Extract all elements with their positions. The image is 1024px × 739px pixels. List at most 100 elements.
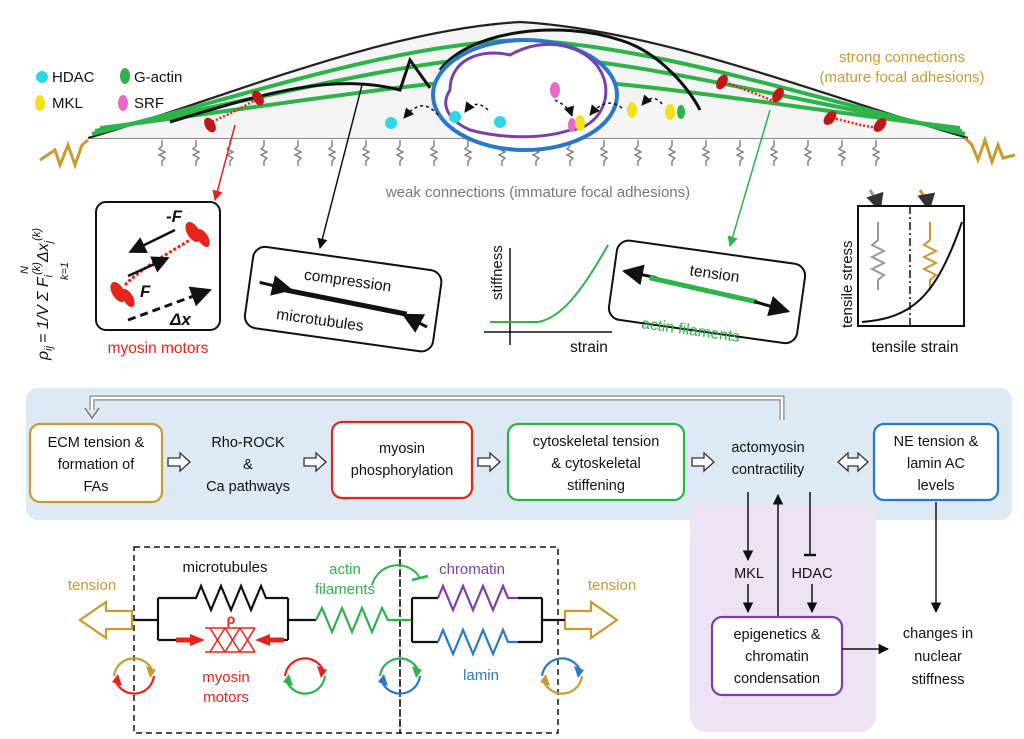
anchor-spring-right: [963, 135, 1016, 167]
cycle-myosin-actin: [283, 657, 327, 695]
substrate-spring: [837, 140, 847, 166]
legend-mkl-dot: [35, 95, 45, 111]
strong-connections-line1: strong connections: [839, 49, 965, 66]
ne-line1: NE tension &: [894, 434, 979, 450]
pointer-actin: [727, 109, 771, 248]
strain-label: strain: [570, 339, 608, 356]
actomyosin-line1: actomyosin: [731, 440, 804, 456]
mkl-import-arrow: [589, 102, 623, 116]
anchor-spring-left: [39, 138, 89, 170]
stiffness-curve: [490, 244, 609, 323]
microtubule-1: [169, 56, 432, 124]
tensile-plot: tensile stress tensile strain: [839, 205, 965, 356]
formula-sum: Σ F: [35, 276, 52, 302]
hdac-label: HDAC: [791, 566, 832, 582]
actin-chromatin-bar: [411, 574, 429, 582]
formula-lower: k=1: [59, 262, 71, 280]
stiffness-plot: stiffness strain: [484, 244, 612, 356]
chromatin-outline: [444, 42, 608, 139]
myosin-right: [716, 74, 784, 104]
arrow-cyto-acto: [691, 451, 715, 473]
stiffness-out-line3: stiffness: [912, 672, 965, 688]
mech-chromatin-label: chromatin: [439, 561, 505, 578]
substrate-spring: [429, 140, 439, 166]
tension-arrow-left-hollow: [78, 599, 134, 641]
rho-symbol: ρ: [227, 611, 236, 627]
stiffness-out-line1: changes in: [903, 626, 973, 642]
cycle-icons: [112, 657, 584, 695]
ecm-line2: formation of: [58, 457, 136, 473]
ecm-line1: ECM tension &: [48, 435, 145, 451]
tensile-strain-label: tensile strain: [871, 339, 958, 356]
ecm-box: ECM tension & formation of FAs: [28, 422, 164, 504]
strong-connections-line2: (mature focal adhesions): [819, 69, 984, 86]
tension-inset: tension: [607, 239, 807, 345]
mkl-release-arrow: [641, 94, 663, 106]
formula-i: i: [43, 274, 55, 277]
srf-molecule-1: [550, 82, 560, 98]
mech-microtubules-label: microtubules: [182, 559, 267, 576]
actin-rod: [648, 275, 758, 305]
arrow-myosin-cyto: [477, 451, 501, 473]
tensile-stress-label: tensile stress: [839, 240, 856, 328]
formula-eq: = 1/V: [35, 304, 52, 343]
legend-srf-dot: [118, 95, 128, 111]
mech-lamin-label: lamin: [463, 667, 499, 684]
g-actin-molecule: [677, 105, 685, 119]
displacement-arrow: [127, 286, 212, 322]
force-arrow-neg: [128, 228, 176, 254]
cycle-lamin-ecm: [540, 657, 584, 695]
strong-spring-icon: [921, 222, 939, 290]
mech-myosin-line1: myosin: [202, 669, 250, 686]
epi-line3: condensation: [734, 671, 820, 687]
myosin-element: [176, 627, 284, 653]
formula-j: j: [43, 240, 55, 245]
tension-arrow-right-hollow: [563, 599, 619, 641]
tensile-curve: [861, 221, 963, 323]
legend-hdac-label: HDAC: [52, 69, 95, 86]
myosin-phos-line2: phosphorylation: [351, 463, 453, 479]
cell-schematic: HDAC G-actin MKL SRF strong connections …: [35, 20, 1016, 250]
ne-line2: lamin AC: [907, 456, 965, 472]
legend-hdac-dot: [36, 71, 48, 83]
substrate-spring: [191, 140, 201, 166]
hdac-export-arrow: [403, 105, 439, 119]
substrate-spring: [361, 140, 371, 166]
myosin-inset: -F F Δx: [95, 201, 221, 331]
epi-line2: chromatin: [745, 649, 809, 665]
rho-line1: Rho-ROCK: [211, 435, 285, 451]
displacement-label: Δx: [169, 310, 192, 329]
myosin-head-1: [110, 282, 126, 302]
substrate-spring: [259, 140, 269, 166]
pointer-myosin: [212, 124, 236, 202]
epi-line1: epigenetics &: [733, 627, 820, 643]
cyto-line2: & cytoskeletal: [551, 456, 640, 472]
mkl-molecule-1: [575, 115, 585, 131]
microtubule-spring: [158, 583, 288, 613]
microtubule-rod: [285, 287, 408, 317]
compression-arrow-right: [401, 313, 428, 333]
force-pos-label: F: [140, 282, 151, 301]
substrate-spring: [395, 140, 405, 166]
legend-g-actin-dot: [120, 68, 130, 84]
pointer-microtubule: [317, 84, 363, 250]
stiffness-out-line2: nuclear: [914, 649, 962, 665]
feedback-loop-arrowhead: [84, 407, 100, 420]
ecm-line3: FAs: [84, 479, 109, 495]
hdac-transit-arrow: [464, 101, 489, 113]
srf-molecule-2: [568, 118, 576, 132]
actin-spring: [315, 605, 412, 635]
weak-spring-icon: [869, 222, 887, 290]
chromatin-spring: [436, 583, 518, 613]
substrate-spring: [701, 140, 711, 166]
myosin-head-4: [196, 228, 210, 248]
formula-sub: ij: [43, 345, 55, 350]
substrate-spring: [599, 140, 609, 166]
cycle-actin-lamin: [378, 657, 422, 695]
myosin-far-right: [823, 111, 887, 132]
formula-term: Δx: [35, 242, 52, 263]
substrate-spring: [667, 140, 677, 166]
mkl-molecule-3: [665, 104, 675, 120]
myosin-phos-line1: myosin: [379, 441, 425, 457]
